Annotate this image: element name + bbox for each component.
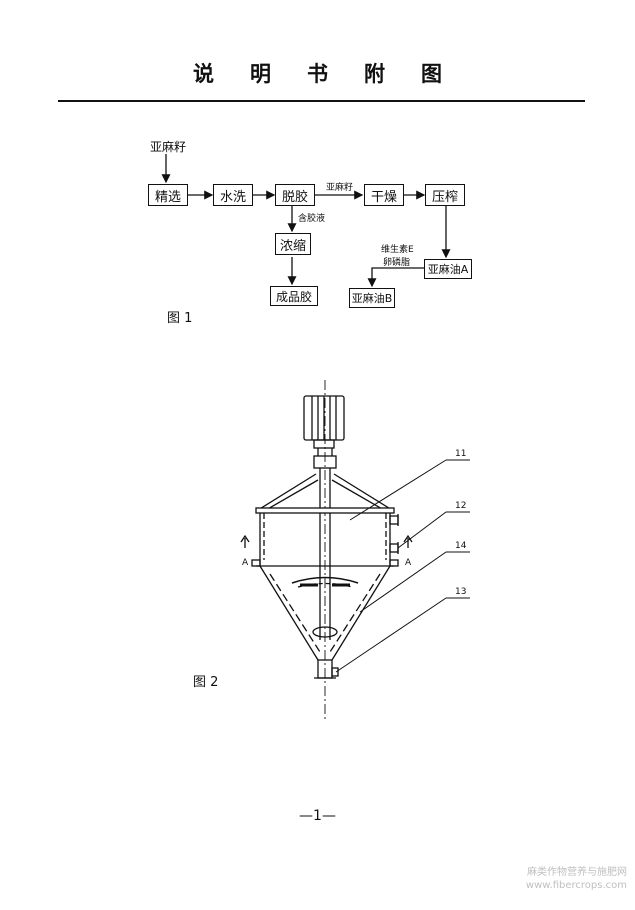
figure1-label: 图 1 <box>167 311 193 326</box>
impeller <box>312 626 338 638</box>
bottom-outlet <box>314 659 339 679</box>
section-marks <box>240 534 413 548</box>
leader-lines <box>335 459 470 673</box>
side-nozzles <box>389 514 399 554</box>
part-label-11: 11 <box>455 449 467 459</box>
watermark-line1: 麻类作物营养与施肥网 <box>527 867 627 878</box>
page-number: —1— <box>299 808 336 824</box>
oil-b: 亚麻油B <box>349 288 395 308</box>
watermark-line2: www.fibercrops.com <box>525 880 627 891</box>
step-press: 压榨 <box>425 184 465 206</box>
additive-vitamin-e: 维生素E <box>381 245 414 255</box>
side-label-gum-liquid: 含胶液 <box>298 214 326 224</box>
step-concentrate: 浓缩 <box>275 233 311 255</box>
agitator <box>291 576 359 588</box>
vessel-lid <box>255 507 395 514</box>
additive-lecithin: 卵磷脂 <box>383 258 411 268</box>
part-label-14: 14 <box>455 541 467 551</box>
watermark: 麻类作物营养与施肥网 www.fibercrops.com <box>526 866 627 892</box>
page-title: 说明书附图 <box>193 61 478 86</box>
step-degum: 脱胶 <box>275 184 315 206</box>
input-label: 亚麻籽 <box>150 140 187 154</box>
section-label-right: A <box>405 558 412 568</box>
product-gum: 成品胶 <box>270 286 318 306</box>
support-frame <box>257 473 393 511</box>
section-label-left: A <box>242 558 249 568</box>
arrow-label-seed: 亚麻籽 <box>326 183 354 193</box>
arrow-oila-oilb <box>367 267 424 288</box>
part-label-13: 13 <box>455 587 467 597</box>
step-dry: 干燥 <box>364 184 404 206</box>
header-rule <box>58 100 585 102</box>
vessel-cone <box>259 565 391 661</box>
step-wash: 水洗 <box>213 184 253 206</box>
motor <box>303 395 345 449</box>
vessel-body <box>251 513 399 567</box>
step-select: 精选 <box>148 184 188 206</box>
oil-a: 亚麻油A <box>424 259 472 279</box>
part-label-12: 12 <box>455 501 467 511</box>
figure2-label: 图 2 <box>193 675 219 690</box>
